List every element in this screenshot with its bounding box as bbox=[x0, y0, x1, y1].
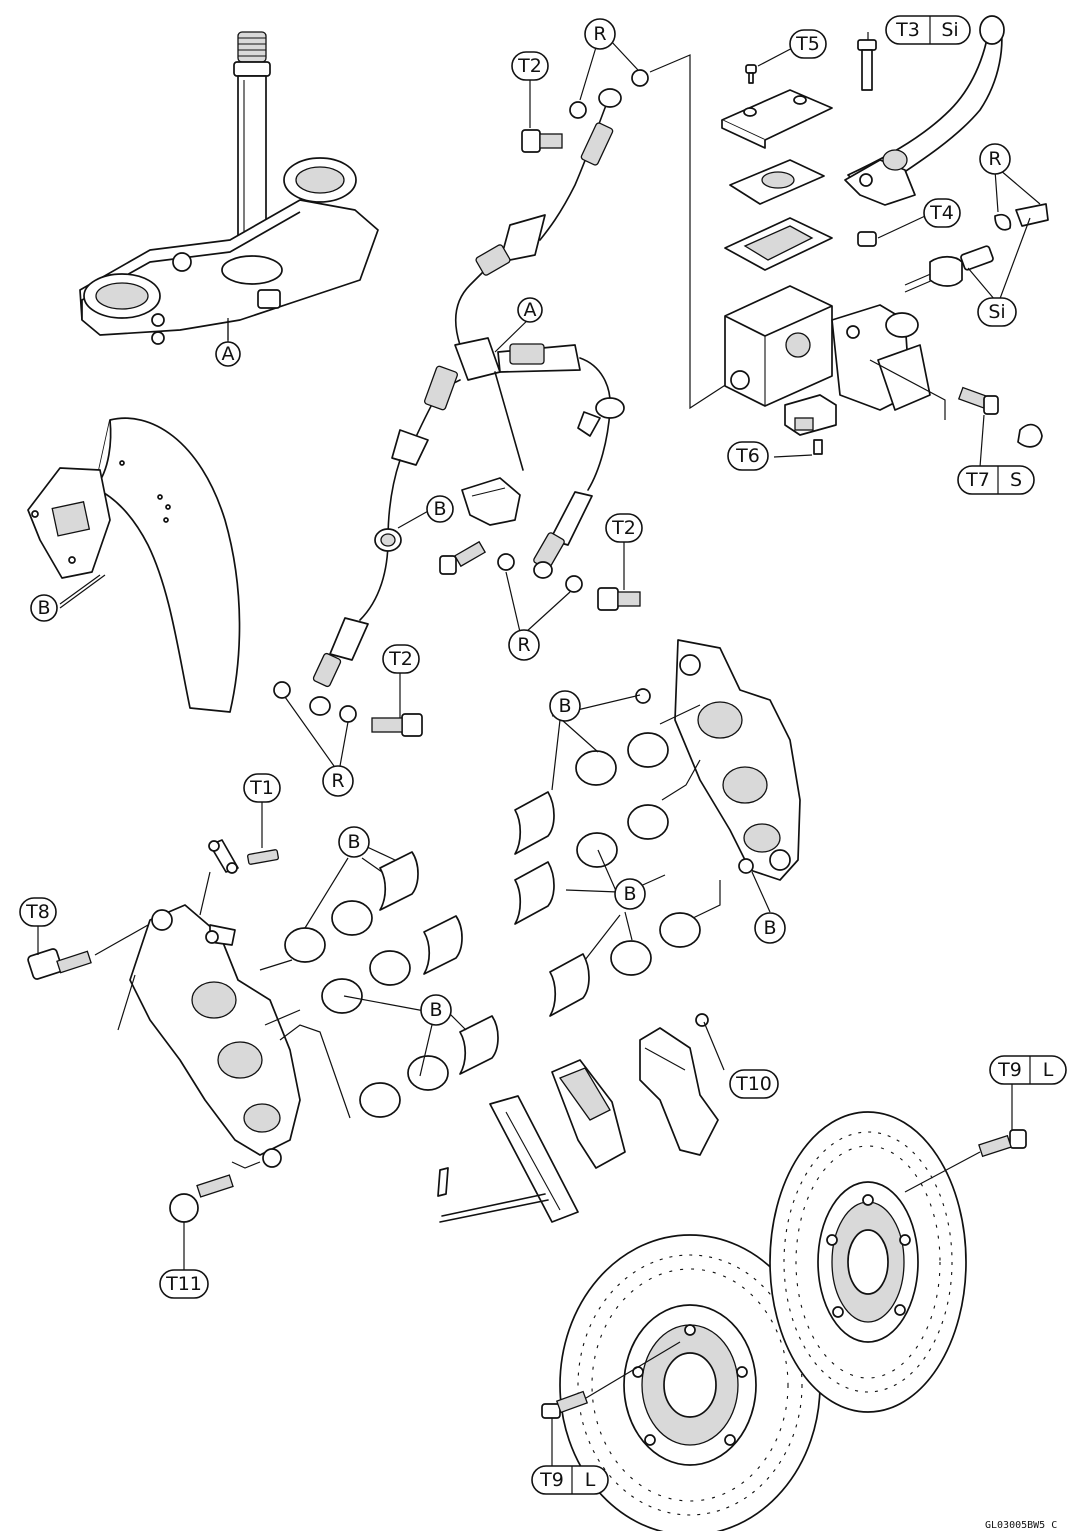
callout-b-left-upper: B bbox=[338, 826, 370, 858]
svg-text:T11: T11 bbox=[165, 1273, 202, 1295]
svg-text:T9: T9 bbox=[997, 1059, 1022, 1081]
brake-hose bbox=[273, 54, 731, 737]
callout-r-top: R bbox=[584, 18, 616, 50]
svg-text:B: B bbox=[347, 831, 360, 853]
svg-text:R: R bbox=[988, 148, 1001, 170]
callout-t11: T11 bbox=[159, 1269, 209, 1299]
callout-t2-top: T2 bbox=[511, 51, 549, 81]
svg-text:L: L bbox=[585, 1469, 596, 1491]
svg-text:T1: T1 bbox=[249, 777, 274, 799]
callout-b-hose: B bbox=[426, 495, 454, 523]
callout-t4: T4 bbox=[923, 198, 961, 228]
callout-t2-mid: T2 bbox=[605, 513, 643, 543]
svg-text:A: A bbox=[222, 343, 235, 365]
callout-b-fender: B bbox=[30, 594, 58, 622]
callout-t9-l-right: T9 L bbox=[989, 1055, 1067, 1085]
callout-b-right-seals: B bbox=[549, 690, 581, 722]
brake-disc-upper bbox=[769, 1111, 1027, 1413]
svg-text:T9: T9 bbox=[539, 1469, 564, 1491]
svg-text:L: L bbox=[1043, 1059, 1054, 1081]
svg-text:T2: T2 bbox=[611, 517, 636, 539]
callout-t5: T5 bbox=[789, 29, 827, 59]
svg-text:T8: T8 bbox=[25, 901, 50, 923]
svg-text:Si: Si bbox=[988, 301, 1005, 323]
callout-t10: T10 bbox=[729, 1069, 779, 1099]
svg-text:R: R bbox=[517, 634, 530, 656]
svg-text:B: B bbox=[623, 883, 636, 905]
callout-r-low: R bbox=[322, 765, 354, 797]
callout-r-master: R bbox=[979, 143, 1011, 175]
callout-a-stem: A bbox=[215, 341, 241, 367]
callout-si: Si bbox=[977, 297, 1017, 327]
callout-b-right-pistons: B bbox=[614, 878, 646, 910]
svg-text:T2: T2 bbox=[517, 55, 542, 77]
callout-t8: T8 bbox=[19, 897, 57, 927]
svg-text:B: B bbox=[763, 917, 776, 939]
brake-disc-lower bbox=[541, 1234, 821, 1535]
svg-text:B: B bbox=[37, 597, 50, 619]
svg-text:S: S bbox=[1010, 469, 1022, 491]
callout-t3-si: T3 Si bbox=[885, 15, 971, 45]
svg-text:B: B bbox=[433, 498, 446, 520]
svg-text:T7: T7 bbox=[965, 469, 990, 491]
svg-text:Si: Si bbox=[941, 19, 958, 41]
callout-t6: T6 bbox=[727, 441, 769, 471]
callout-t1: T1 bbox=[243, 773, 281, 803]
left-caliper-half bbox=[27, 839, 499, 1223]
callouts: A A B B B B B B B R R R R T2 T5 T3 Si T4… bbox=[19, 15, 1067, 1495]
front-fender bbox=[27, 417, 241, 713]
steering-stem-bracket bbox=[79, 31, 379, 345]
svg-text:R: R bbox=[593, 23, 606, 45]
callout-t7-s: T7 S bbox=[957, 465, 1035, 495]
figure-code: GL03005BW5 C bbox=[985, 1520, 1057, 1531]
brake-pads bbox=[437, 1013, 719, 1223]
svg-text:T6: T6 bbox=[735, 445, 760, 467]
callout-r-mid: R bbox=[508, 629, 540, 661]
callout-b-right-caliper: B bbox=[754, 912, 786, 944]
callout-t2-low: T2 bbox=[382, 644, 420, 674]
master-cylinder bbox=[721, 15, 1049, 455]
svg-text:T4: T4 bbox=[929, 202, 954, 224]
svg-text:A: A bbox=[524, 299, 537, 321]
svg-text:T3: T3 bbox=[895, 19, 920, 41]
callout-a-hose: A bbox=[517, 297, 543, 323]
svg-text:B: B bbox=[429, 999, 442, 1021]
svg-text:T2: T2 bbox=[388, 648, 413, 670]
svg-text:T5: T5 bbox=[795, 33, 820, 55]
callout-t9-l-lower: T9 L bbox=[531, 1465, 609, 1495]
svg-text:T10: T10 bbox=[735, 1073, 772, 1095]
right-caliper-half bbox=[514, 639, 801, 1017]
svg-text:B: B bbox=[558, 695, 571, 717]
svg-text:R: R bbox=[331, 770, 344, 792]
callout-b-left-lower: B bbox=[420, 994, 452, 1026]
